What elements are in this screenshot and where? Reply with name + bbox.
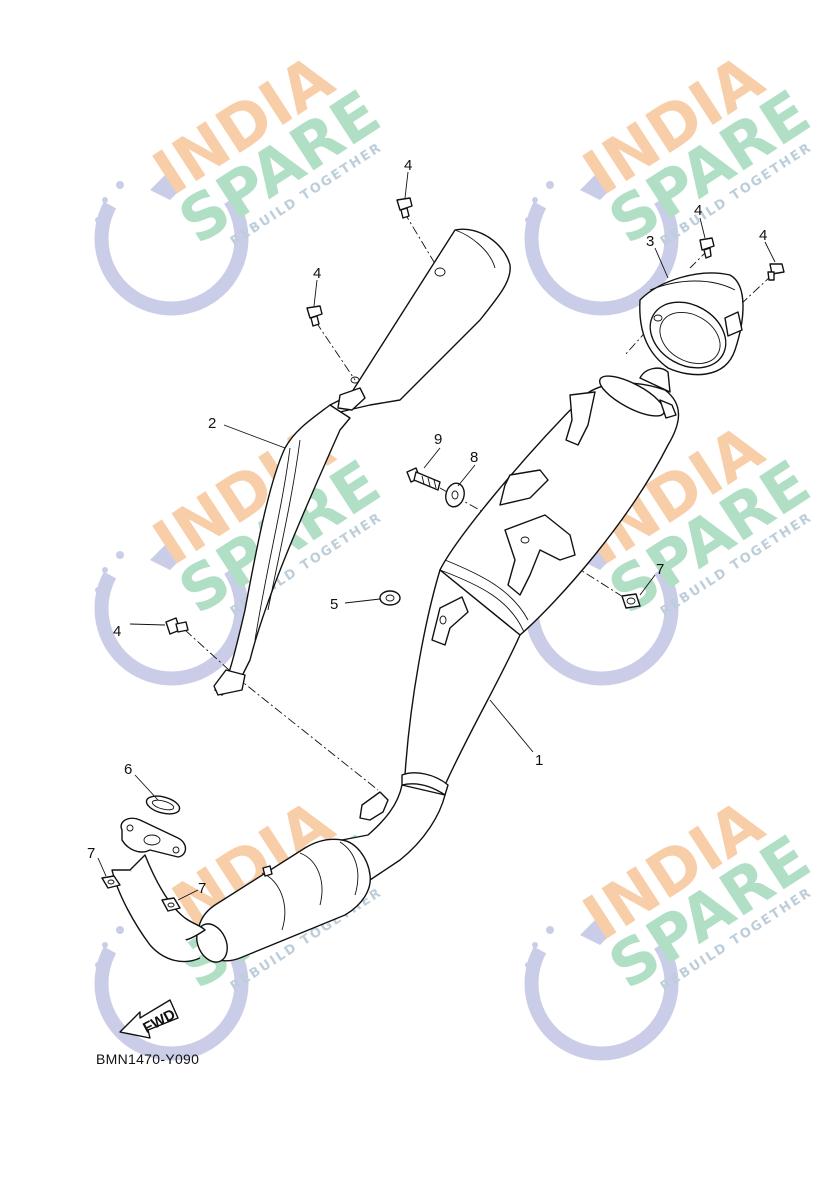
callout-4-cap-left: 4 bbox=[694, 202, 702, 219]
callout-8: 8 bbox=[470, 449, 478, 466]
muffler-lower-bracket bbox=[431, 596, 469, 646]
watermark-bottom-right: INDIA SPARE REBUILD TOGETHER bbox=[524, 786, 823, 1061]
nut-7-flange-right bbox=[161, 897, 181, 912]
callout-1: 1 bbox=[535, 752, 543, 769]
bolt-9-long bbox=[406, 467, 441, 491]
callout-3: 3 bbox=[646, 233, 654, 250]
diagram-code: BMN1470-Y090 bbox=[96, 1051, 200, 1067]
nut-7-muffler bbox=[621, 593, 641, 609]
watermark-logo-icon bbox=[524, 175, 679, 316]
bolt-4-mid-protector bbox=[306, 305, 323, 327]
muffler-assembly bbox=[111, 367, 680, 963]
callout-4-protector: 4 bbox=[313, 265, 321, 282]
muffler-upper-bracket bbox=[565, 391, 596, 446]
collar-8 bbox=[445, 482, 465, 508]
gasket-6 bbox=[145, 795, 181, 815]
watermark-top-left: INDIA SPARE REBUILD TOGETHER bbox=[94, 41, 393, 316]
bolt-4-cap-left bbox=[699, 237, 715, 259]
protector-lower-tab bbox=[213, 669, 246, 696]
watermark-logo-icon bbox=[94, 545, 249, 686]
callout-numbers: 1 2 3 4 4 4 4 4 5 6 7 7 7 8 9 bbox=[87, 157, 767, 897]
callout-4-top: 4 bbox=[404, 157, 412, 174]
catalyst-inlet-ring bbox=[196, 923, 228, 963]
callout-7-right: 7 bbox=[198, 880, 206, 897]
watermark-logo-icon bbox=[94, 175, 249, 316]
muffler-clamp bbox=[659, 399, 677, 419]
muffler-side-bracket bbox=[499, 469, 549, 506]
callout-4-cap-right: 4 bbox=[759, 227, 767, 244]
muffler-outlet-pipe bbox=[639, 367, 671, 393]
muffler-cap bbox=[639, 272, 744, 376]
muffler-protector bbox=[213, 228, 511, 696]
damper-5 bbox=[379, 590, 401, 606]
bolt-4-lower-protector bbox=[165, 617, 189, 635]
bolt-4-cap-right bbox=[767, 263, 785, 281]
fwd-arrow-icon: FWD bbox=[119, 999, 179, 1039]
mid-pipe-bracket bbox=[359, 791, 389, 821]
protector-upper-tab bbox=[337, 387, 366, 411]
callout-5: 5 bbox=[330, 596, 338, 613]
bolt-4-top-protector bbox=[396, 197, 413, 219]
callout-7-muffler: 7 bbox=[656, 561, 664, 578]
callout-2: 2 bbox=[208, 415, 216, 432]
callout-leaders bbox=[97, 171, 776, 901]
watermark-logo-icon bbox=[524, 920, 679, 1061]
callout-6: 6 bbox=[124, 761, 132, 778]
callout-7-left: 7 bbox=[87, 845, 95, 862]
exhaust-flange bbox=[120, 817, 187, 858]
nut-7-flange-left bbox=[101, 875, 121, 889]
exhaust-mid-pipe bbox=[341, 784, 446, 881]
protector-upper bbox=[329, 228, 511, 413]
muffler-mount-bracket bbox=[504, 514, 576, 596]
callout-4-lower: 4 bbox=[113, 623, 121, 640]
callout-9: 9 bbox=[434, 431, 442, 448]
